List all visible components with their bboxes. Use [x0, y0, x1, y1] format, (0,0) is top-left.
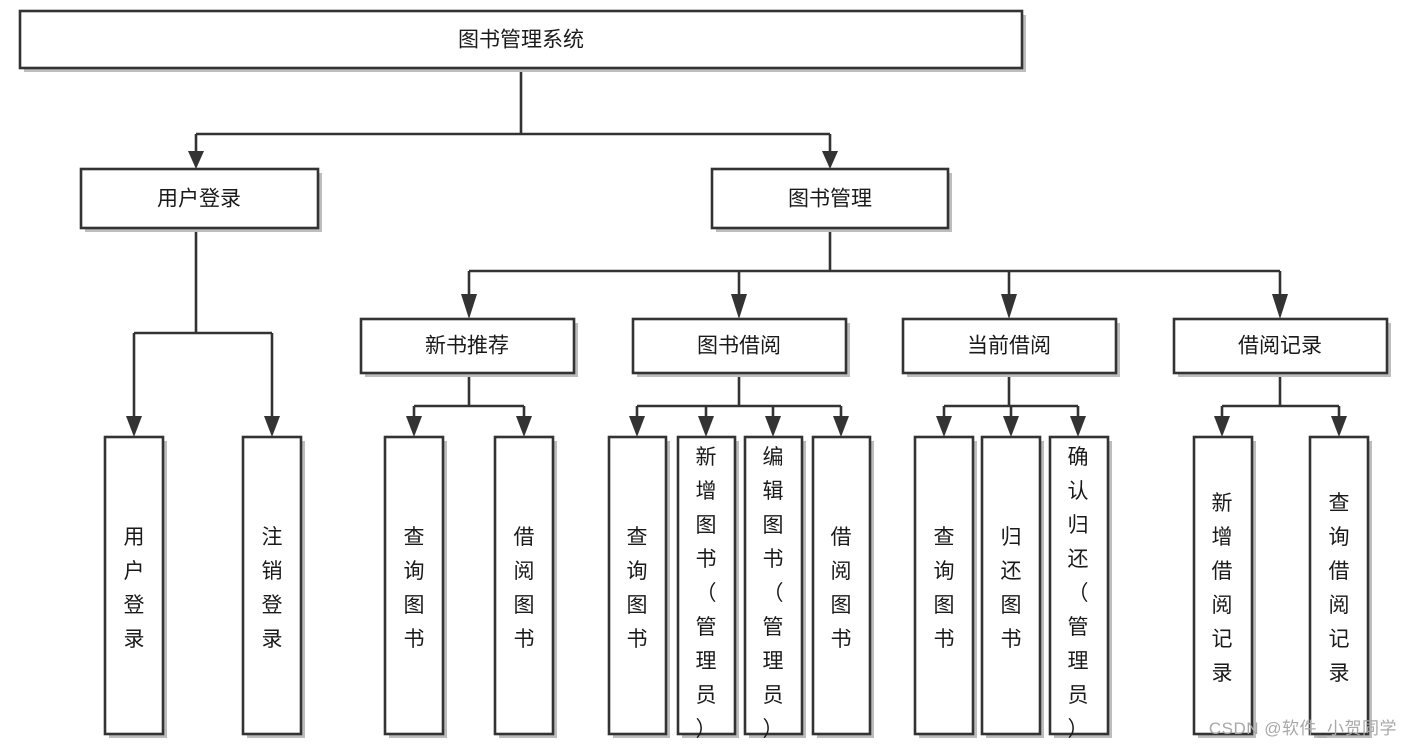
node-book-borrow-rect — [631, 317, 848, 375]
leaf-br2-rect — [1308, 435, 1370, 736]
leaf-user-login[interactable] — [103, 435, 167, 738]
node-root-label: 图书管理系统 — [458, 29, 584, 52]
node-user-login-label: 用户登录 — [157, 188, 241, 211]
arrowhead-nb-leaf1 — [406, 416, 422, 437]
leaf-label-bb-edit: 编辑图书（管理员） — [763, 446, 784, 741]
node-new-book-label: 新书推荐 — [425, 335, 509, 358]
leaf-bb4-rect — [811, 435, 872, 736]
arrowhead-nb-leaf2 — [516, 416, 532, 437]
leaf-label-bb-query: 查询图书 — [627, 526, 648, 651]
leaf-cb3-rect — [1048, 435, 1110, 736]
leaf-label-bb-add: 新增图书（管理员） — [696, 446, 717, 741]
arrowhead-leaf-user-login — [126, 416, 142, 437]
leaf-bb-borrow-book[interactable] — [811, 435, 874, 738]
node-user-login[interactable]: 用户登录 — [79, 167, 322, 232]
leaf-cb-return-book[interactable] — [980, 435, 1044, 738]
leaf-br-query-record[interactable] — [1308, 435, 1372, 738]
node-root-rect — [18, 9, 1024, 70]
arrowhead-bb-leaf1 — [629, 416, 645, 437]
arrowhead-new-book — [461, 294, 477, 319]
arrowhead-book-manage — [822, 151, 838, 169]
leaf-cb1-rect — [913, 435, 975, 736]
leaf-cb2-rect — [980, 435, 1042, 736]
leaf-bb1-rect — [607, 435, 668, 736]
node-current-borrow-rect — [901, 317, 1118, 375]
node-book-manage-label: 图书管理 — [788, 188, 872, 211]
arrowhead-borrow-record — [1272, 294, 1288, 319]
leaf-br1-rect — [1192, 435, 1254, 736]
leaf-bb-edit-book[interactable] — [743, 435, 806, 738]
leaf-label-layer: 用户登录 注销登录 查询图书 借阅图书 查询图书 新增图书（管理员） 编辑图书（… — [124, 446, 1350, 741]
arrowhead-bb-leaf3 — [765, 416, 781, 437]
arrowhead-br-leaf1 — [1214, 416, 1230, 437]
leaf-label-cb-return: 归还图书 — [1001, 526, 1022, 651]
leaf-bb-query-book[interactable] — [607, 435, 670, 738]
arrowhead-cb-leaf3 — [1070, 416, 1086, 437]
arrowhead-cb-leaf2 — [1003, 416, 1019, 437]
leaf-logout[interactable] — [241, 435, 305, 738]
arrowhead-cb-leaf1 — [936, 416, 952, 437]
arrowhead-user-login — [188, 151, 204, 169]
node-book-borrow[interactable]: 图书借阅 — [631, 317, 850, 377]
leaf-label-logout: 注销登录 — [262, 526, 283, 651]
node-current-borrow-label: 当前借阅 — [967, 335, 1051, 358]
node-user-login-rect — [79, 167, 320, 230]
arrowhead-current-borrow — [1001, 294, 1017, 319]
arrowhead-bb-leaf2 — [698, 416, 714, 437]
leaf-logout-rect — [241, 435, 303, 736]
leaf-nb2-rect — [493, 435, 555, 736]
node-book-manage-rect — [710, 167, 950, 230]
arrowhead-leaf-logout — [264, 416, 280, 437]
leaf-label-br-query: 查询借阅记录 — [1329, 492, 1350, 685]
connector-layer — [126, 68, 1347, 437]
leaf-user-login-rect — [103, 435, 165, 736]
leaf-cb-query-book[interactable] — [913, 435, 977, 738]
leaf-br-add-record[interactable] — [1192, 435, 1256, 738]
node-book-manage[interactable]: 图书管理 — [710, 167, 952, 232]
node-root[interactable]: 图书管理系统 — [18, 9, 1026, 72]
leaf-nb1-rect — [383, 435, 445, 736]
leaf-label-nb-borrow: 借阅图书 — [514, 526, 535, 651]
node-borrow-record-label: 借阅记录 — [1238, 335, 1322, 358]
node-new-book-recommend[interactable]: 新书推荐 — [359, 317, 578, 377]
leaf-bb2-rect — [676, 435, 737, 736]
node-current-borrow[interactable]: 当前借阅 — [901, 317, 1120, 377]
leaf-bb3-rect — [743, 435, 804, 736]
leaf-nb-query-book[interactable] — [383, 435, 447, 738]
leaf-bb-add-book[interactable] — [676, 435, 739, 738]
leaf-label-br-add: 新增借阅记录 — [1212, 492, 1233, 685]
leaf-label-nb-query: 查询图书 — [404, 526, 425, 651]
leaf-cb-confirm-return[interactable] — [1048, 435, 1112, 738]
node-borrow-record[interactable]: 借阅记录 — [1172, 317, 1391, 377]
arrowhead-br-leaf2 — [1331, 416, 1347, 437]
node-new-book-rect — [359, 317, 576, 375]
arrowhead-bb-leaf4 — [833, 416, 849, 437]
arrowhead-book-borrow — [731, 294, 747, 319]
node-borrow-record-rect — [1172, 317, 1389, 375]
leaf-label-cb-confirm: 确认归还（管理员） — [1068, 446, 1089, 741]
leaf-nb-borrow-book[interactable] — [493, 435, 557, 738]
node-book-borrow-label: 图书借阅 — [697, 335, 781, 358]
leaf-label-bb-borrow: 借阅图书 — [831, 526, 852, 651]
leaf-label-cb-query: 查询图书 — [934, 526, 955, 651]
leaf-label-user-login: 用户登录 — [124, 526, 145, 651]
